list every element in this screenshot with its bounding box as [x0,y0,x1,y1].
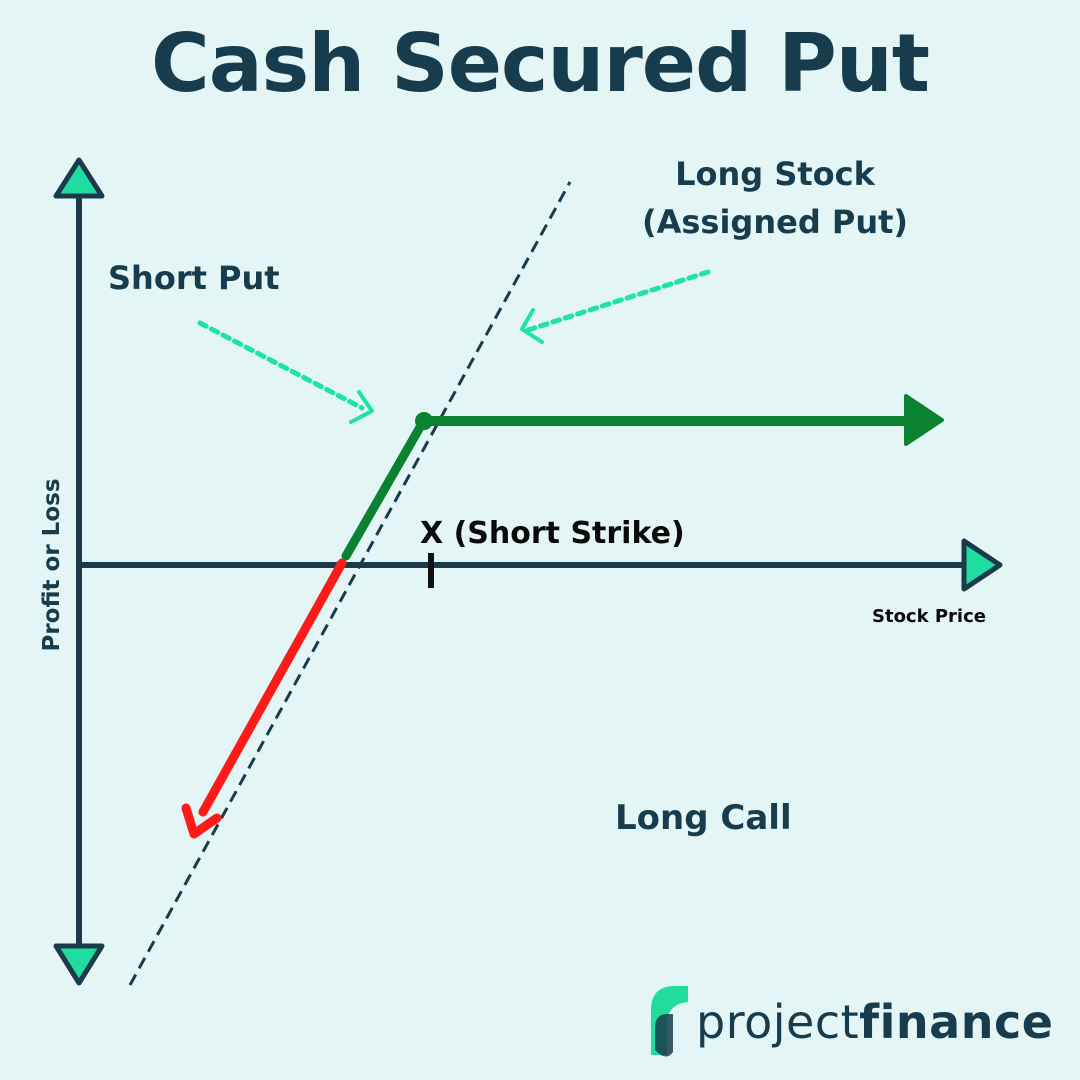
short-put-slope-line [341,417,428,561]
loss-line [198,558,347,817]
logo-word-finance: finance [859,995,1054,1049]
short-put-pointer-head [349,390,374,424]
up-arrow-icon [53,157,105,199]
logo-wordmark: projectfinance [696,990,1053,1054]
long-call-label: Long Call [615,798,792,838]
down-arrow-icon [53,943,105,986]
short-put-label: Short Put [108,259,280,297]
long-stock-label: Long Stock (Assigned Put) [640,150,910,246]
y-axis-label: Profit or Loss [39,478,65,652]
long-stock-dashed-line [128,181,572,986]
logo-icon [651,986,688,1057]
profit-arrow-head [904,394,944,446]
long-stock-label-line2: (Assigned Put) [641,203,909,241]
x-axis-label: Stock Price [872,606,986,627]
logo-word-project: project [696,995,860,1049]
long-stock-label-line1: Long Stock [675,155,875,193]
loss-arrow-head [181,803,222,839]
short-strike-label: X (Short Strike) [420,516,685,551]
page-title: Cash Secured Put [150,17,930,110]
long-stock-pointer-line [525,269,711,333]
short-put-pointer-line [197,320,365,411]
right-arrow-icon [961,538,1003,592]
long-stock-pointer-head [520,308,544,344]
